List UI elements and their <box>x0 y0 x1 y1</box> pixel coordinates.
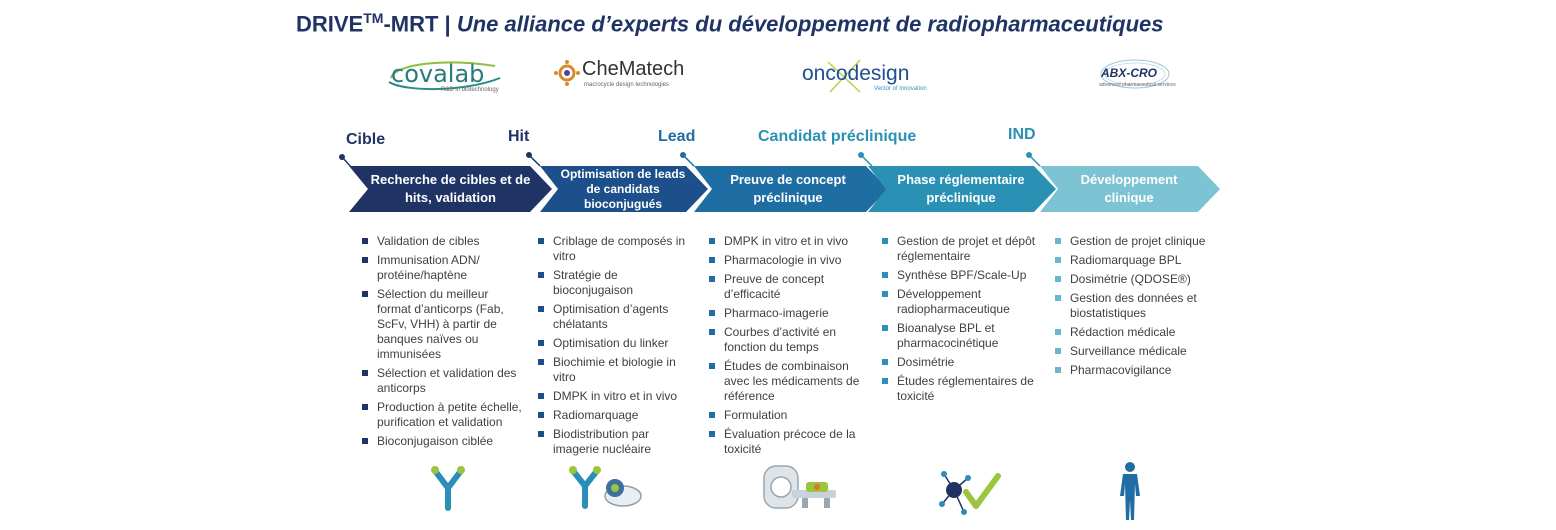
trademark-mark: TM <box>363 10 384 26</box>
list-item: Optimisation du linker <box>538 336 698 351</box>
list-item: Criblage de composés in vitro <box>538 234 698 264</box>
list-item: Sélection du meilleur format d’anticorps… <box>362 287 522 362</box>
list-item: Bioconjugaison ciblée <box>362 434 522 449</box>
milestone-candidat-preclinique: Candidat préclinique <box>758 128 917 145</box>
stage-4-chevron <box>868 166 1056 212</box>
brand-name: DRIVE <box>296 11 364 37</box>
abxcro-tagline: advanced pharmaceutical services <box>1099 82 1176 88</box>
list-item: Gestion des données et biostatistiques <box>1055 291 1215 321</box>
list-item: Développement radiopharmaceutique <box>882 287 1040 317</box>
list-item: Gestion de projet et dépôt réglementaire <box>882 234 1040 264</box>
abxcro-wordmark: ABX-CRO <box>1101 66 1157 80</box>
list-item: Courbes d’activité en fonction du temps <box>709 325 869 355</box>
abxcro-ring-icon <box>1100 59 1170 89</box>
list-item: Pharmacologie in vivo <box>709 253 869 268</box>
stage-2-chevron <box>540 166 708 212</box>
oncodesign-logo: oncodesign Vector of innovation <box>802 56 932 96</box>
list-item: Radiomarquage <box>538 408 698 423</box>
list-item: Études de combinaison avec les médicamen… <box>709 359 869 404</box>
list-item: Gestion de projet clinique <box>1055 234 1215 249</box>
stage-5-label: Développement clinique <box>1080 172 1178 205</box>
list-item: DMPK in vitro et in vivo <box>709 234 869 249</box>
milestone-cible: Cible <box>346 131 386 148</box>
stage-2-label: Optimisation de leads de candidats bioco… <box>560 166 686 211</box>
oncodesign-star-icon <box>827 59 861 93</box>
list-item: Validation de cibles <box>362 234 522 249</box>
list-item: Dosimétrie <box>882 355 1040 370</box>
stage-5-activity-list: Gestion de projet clinique Radiomarquage… <box>1055 234 1215 382</box>
stage-1-label: Recherche de cibles et de hits, validati… <box>370 172 531 205</box>
list-item: Optimisation d’agents chélatants <box>538 302 698 332</box>
chematech-wordmark: CheMatech <box>582 58 685 80</box>
list-item: Bioanalyse BPL et pharmacocinétique <box>882 321 1040 351</box>
brand-suffix: -MRT | <box>383 11 451 37</box>
list-item: Biochimie et biologie in vitro <box>538 355 698 385</box>
milestone-ind: IND <box>1008 126 1036 143</box>
list-item: Dosimétrie (QDOSE®) <box>1055 272 1215 287</box>
covalab-logo: covalab R&D in biotechnology <box>385 56 510 96</box>
page-subtitle: Une alliance d’experts du développement … <box>456 11 1164 37</box>
stage-1-activity-list: Validation de cibles Immunisation ADN/ p… <box>362 234 522 453</box>
covalab-tagline: R&D in biotechnology <box>441 87 499 93</box>
human-body-icon <box>1120 462 1140 520</box>
stage-4-activity-list: Gestion de projet et dépôt réglementaire… <box>882 234 1040 408</box>
chematech-symbol-icon <box>554 60 580 86</box>
list-item: Sélection et validation des anticorps <box>362 366 522 396</box>
list-item: Pharmaco-imagerie <box>709 306 869 321</box>
stage-5-chevron <box>1040 166 1220 212</box>
oncodesign-tagline: Vector of innovation <box>874 86 927 92</box>
oncodesign-wordmark: oncodesign <box>802 62 910 85</box>
list-item: Biodistribution par imagerie nucléaire <box>538 427 698 457</box>
stage-3-activity-list: DMPK in vitro et in vivo Pharmacologie i… <box>709 234 869 461</box>
page-title: DRIVETM-MRT | Une alliance d’experts du … <box>296 10 1164 37</box>
list-item: Formulation <box>709 408 869 423</box>
list-item: Études réglementaires de toxicité <box>882 374 1040 404</box>
list-item: Preuve de concept d’efficacité <box>709 272 869 302</box>
list-item: Évaluation précoce de la toxicité <box>709 427 869 457</box>
covalab-swoosh-icon <box>388 61 501 91</box>
antibody-dish-icon <box>569 466 642 509</box>
list-item: Stratégie de bioconjugaison <box>538 268 698 298</box>
milestone-hit: Hit <box>508 128 530 145</box>
list-item: Pharmacovigilance <box>1055 363 1215 378</box>
covalab-wordmark: covalab <box>391 60 485 88</box>
stage-1-chevron <box>349 166 552 212</box>
stage-3-label: Preuve de concept préclinique <box>730 172 846 205</box>
abxcro-logo: ABX-CRO advanced pharmaceutical services <box>1095 56 1176 96</box>
chematech-logo: CheMatech macrocycle design technologies <box>554 56 684 96</box>
chematech-tagline: macrocycle design technologies <box>584 82 670 88</box>
milestone-lead: Lead <box>658 128 696 145</box>
molecule-check-icon <box>939 471 1001 515</box>
stage-3-chevron <box>694 166 888 212</box>
list-item: Rédaction médicale <box>1055 325 1215 340</box>
milestone-connectors <box>339 152 1041 169</box>
stage-4-label: Phase réglementaire préclinique <box>897 172 1025 205</box>
pet-scanner-icon <box>763 465 836 509</box>
list-item: Surveillance médicale <box>1055 344 1215 359</box>
list-item: Synthèse BPF/Scale-Up <box>882 268 1040 283</box>
list-item: Immunisation ADN/ protéine/haptène <box>362 253 522 283</box>
list-item: Production à petite échelle, purificatio… <box>362 400 522 430</box>
stage-2-activity-list: Criblage de composés in vitro Stratégie … <box>538 234 698 461</box>
antibody-icon <box>431 466 465 511</box>
list-item: Radiomarquage BPL <box>1055 253 1215 268</box>
list-item: DMPK in vitro et in vivo <box>538 389 698 404</box>
